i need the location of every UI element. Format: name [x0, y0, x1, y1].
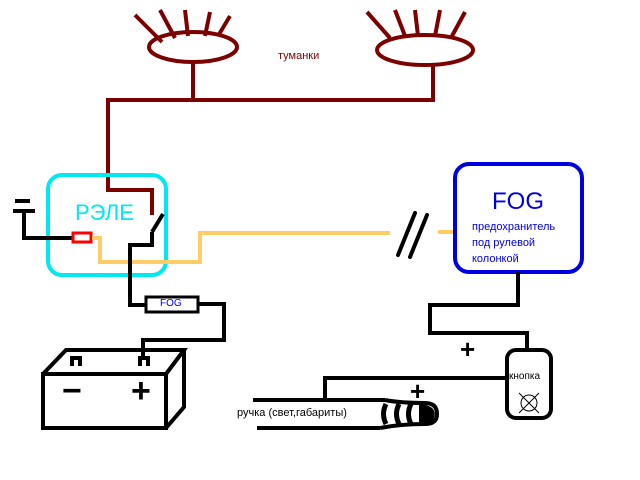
fog-box-desc-line1: предохранитель: [472, 221, 556, 233]
relay-label: РЭЛЕ: [75, 200, 134, 225]
lamp-wire-right: [193, 65, 435, 102]
lamp-wire: [106, 62, 195, 215]
fog-lamp-right: [365, 9, 475, 67]
plus-near-button: +: [460, 334, 476, 364]
fuse-box-to-button-wire: [428, 272, 529, 350]
fog-lights-label: туманки: [278, 50, 320, 62]
relay-switch: [128, 212, 165, 307]
fuse-to-battery-wire: [141, 302, 226, 358]
battery-plus-sign: +: [131, 372, 151, 410]
relay-box: [46, 173, 168, 277]
plus-near-stalk: +: [410, 376, 426, 406]
fog-lamp-left: [133, 9, 239, 64]
stalk-label: ручка (свет,габариты): [237, 407, 347, 419]
fog-box-title: FOG: [492, 188, 544, 215]
ground-symbol: [13, 199, 72, 240]
button-label: кнопка: [509, 371, 541, 382]
button-switch: [505, 348, 553, 420]
light-stalk: [253, 398, 440, 430]
signal-wire: [92, 231, 390, 264]
fog-box-desc-line3: колонкой: [472, 253, 519, 265]
lamp-symbol-icon: [518, 392, 540, 414]
battery-minus-sign: −: [62, 372, 82, 410]
fog-box-desc-line2: под рулевой: [472, 237, 536, 249]
button-to-stalk-wire: [323, 376, 507, 398]
wire-break-marks: [396, 211, 429, 259]
battery: [41, 348, 188, 430]
inline-fuse-label: FOG: [160, 298, 182, 309]
relay-coil: [71, 231, 93, 244]
